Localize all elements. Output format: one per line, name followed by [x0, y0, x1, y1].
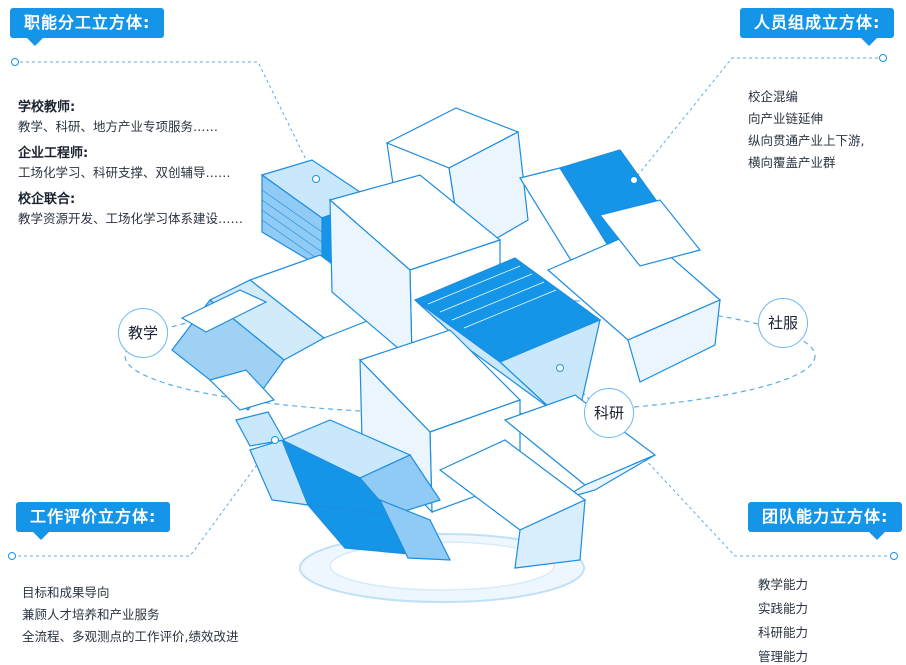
ability-line: 科研能力 — [758, 625, 809, 640]
evaluation-line: 目标和成果导向 — [22, 585, 110, 600]
cube-structure — [171, 107, 722, 569]
connector-dot — [271, 436, 279, 444]
group-text: 教学、科研、地方产业专项服务…… — [18, 119, 219, 134]
connector-dot — [11, 58, 19, 66]
ability-line: 实践能力 — [758, 601, 809, 616]
staff-line: 向产业链延伸 — [748, 111, 824, 126]
evaluation-line: 全流程、多观测点的工作评价,绩效改进 — [22, 629, 239, 644]
connector-dot — [879, 54, 887, 62]
group-title: 学校教师: — [18, 100, 76, 115]
connector-dot — [556, 364, 564, 372]
evaluation-cube-title: 工作评价立方体: — [16, 502, 171, 540]
group-text: 教学资源开发、工场化学习体系建设…… — [18, 211, 244, 226]
service-circle: 社服 — [758, 298, 808, 348]
role-cube-title: 职能分工立方体: — [10, 8, 165, 46]
research-circle: 科研 — [584, 388, 634, 438]
connector-dot — [890, 552, 898, 560]
evaluation-line: 兼顾人才培养和产业服务 — [22, 607, 160, 622]
staff-cube-title: 人员组成立方体: — [740, 8, 895, 46]
group-title: 校企联合: — [18, 192, 76, 207]
base-ellipse-inner — [329, 541, 555, 591]
staff-line: 横向覆盖产业群 — [748, 155, 836, 170]
team-ability-cube-title: 团队能力立方体: — [748, 502, 903, 540]
ability-line: 管理能力 — [758, 649, 809, 664]
group-text: 工场化学习、科研支撑、双创辅导…… — [18, 165, 231, 180]
teaching-circle: 教学 — [118, 308, 168, 358]
ability-line: 教学能力 — [758, 577, 809, 592]
staff-line: 校企混编 — [748, 89, 799, 104]
connector-dot — [630, 176, 638, 184]
connector-dot — [8, 552, 16, 560]
connector-dot — [312, 175, 320, 183]
staff-line: 纵向贯通产业上下游, — [748, 133, 865, 148]
group-title: 企业工程师: — [18, 146, 89, 161]
connector-lines — [12, 57, 893, 557]
